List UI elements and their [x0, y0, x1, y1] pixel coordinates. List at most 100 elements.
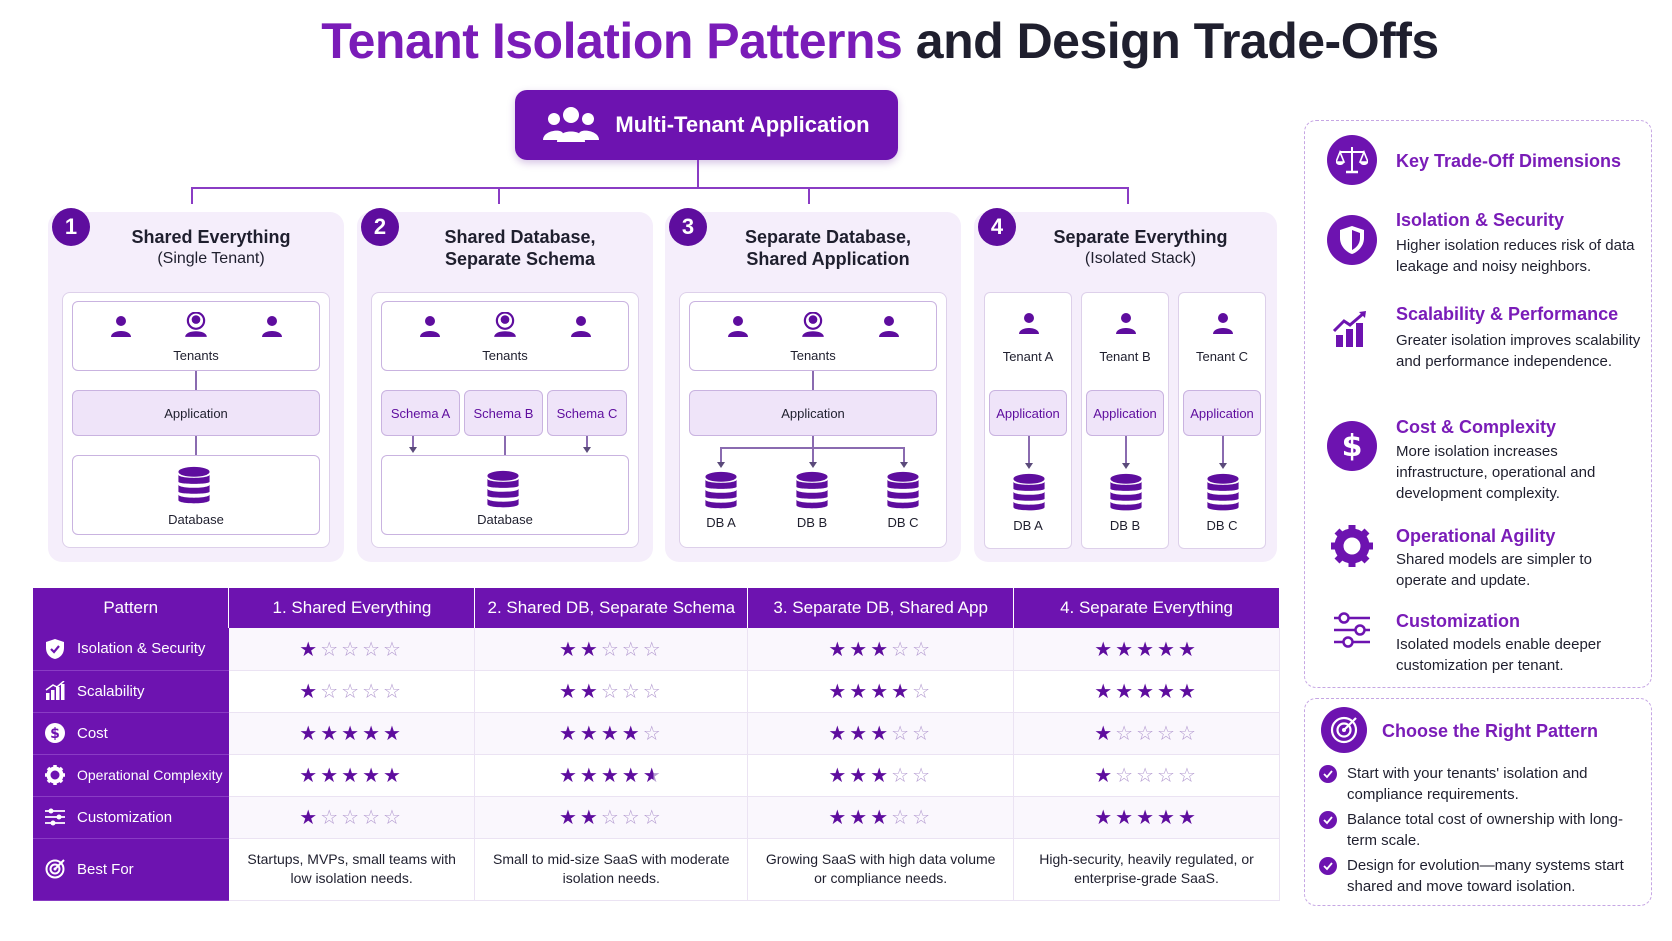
star-empty-icon: ☆ — [383, 805, 404, 829]
star-filled-icon: ★ — [828, 763, 850, 787]
star-empty-icon: ☆ — [642, 636, 664, 661]
pattern-number: 3 — [669, 208, 707, 246]
arrow-down-icon — [1219, 463, 1227, 469]
database-box: Database — [381, 455, 629, 535]
rating-cell: ★★★☆☆ — [747, 796, 1015, 839]
star-filled-icon: ★ — [299, 805, 321, 829]
pattern-title-sub: (Isolated Stack) — [1084, 250, 1197, 267]
user-circle-icon — [492, 312, 518, 338]
arrow-down-icon — [809, 462, 817, 468]
arrow-down-icon — [900, 462, 908, 468]
star-empty-icon: ☆ — [621, 805, 643, 829]
star-filled-icon: ★ — [1094, 679, 1116, 703]
tenants-box: Tenants — [689, 301, 937, 371]
star-filled-icon: ★ — [1094, 763, 1116, 787]
isolated-stack-a: Tenant A Application DB A — [984, 292, 1072, 549]
gear-icon — [45, 765, 65, 785]
star-filled-icon: ★ — [299, 721, 321, 745]
star-filled-icon: ★ — [849, 763, 871, 787]
star-filled-icon: ★ — [1157, 805, 1178, 829]
star-filled-icon: ★ — [579, 805, 601, 829]
application-label: Application — [1093, 406, 1157, 421]
connector-line — [412, 436, 414, 448]
bar-chart-icon — [45, 681, 65, 700]
database-label: DB B — [796, 515, 828, 530]
sliders-icon — [45, 808, 65, 826]
arrow-down-icon — [409, 447, 417, 453]
application-box: Application — [689, 390, 937, 436]
star-filled-icon: ★ — [870, 721, 892, 745]
star-filled-icon: ★ — [828, 805, 850, 829]
rating-cell: ★★★★☆ — [747, 670, 1015, 713]
star-filled-icon: ★ — [320, 763, 342, 787]
tradeoff-text: Isolated models enable deeper customizat… — [1396, 636, 1602, 674]
choose-item: Start with your tenants' isolation and c… — [1319, 763, 1639, 805]
user-icon — [569, 314, 593, 338]
application-box: Application — [1183, 390, 1261, 436]
star-filled-icon: ★ — [870, 679, 892, 703]
connector-line — [812, 371, 814, 390]
star-filled-icon: ★ — [870, 805, 892, 829]
star-filled-icon: ★ — [600, 721, 622, 745]
pattern-panel-3: 3 Separate Database, Shared Application … — [665, 208, 961, 562]
star-filled-icon: ★ — [1136, 679, 1158, 703]
star-empty-icon: ☆ — [362, 805, 384, 829]
star-empty-icon: ☆ — [600, 805, 622, 829]
star-empty-icon: ☆ — [891, 805, 913, 829]
star-rating: ★★★★★ — [559, 763, 664, 787]
star-rating: ★★★★★ — [1094, 637, 1199, 661]
pattern-title-sub: Shared Application — [746, 249, 910, 269]
database-label: Database — [168, 512, 224, 527]
database-label: DB C — [887, 515, 919, 530]
star-rating: ★★☆☆☆ — [559, 679, 664, 703]
tenant-label: Tenant B — [1099, 349, 1151, 364]
rating-cell: ★★★★★ — [228, 712, 476, 755]
rating-cell: ★★★☆☆ — [747, 712, 1015, 755]
star-empty-icon: ☆ — [642, 805, 664, 829]
table-header: 3. Separate DB, Shared App — [747, 588, 1015, 628]
star-empty-icon: ☆ — [642, 721, 664, 745]
user-icon — [1017, 311, 1041, 335]
rating-cell: ★★★☆☆ — [747, 754, 1015, 797]
title-highlight: Tenant Isolation Patterns — [321, 13, 903, 69]
star-rating: ★★★☆☆ — [828, 637, 933, 661]
rating-cell: ★★★★☆ — [474, 712, 749, 755]
star-filled-icon: ★ — [849, 721, 871, 745]
row-header: Best For — [33, 838, 229, 901]
svg-text:$: $ — [50, 726, 60, 742]
user-icon — [1211, 311, 1235, 335]
star-filled-icon: ★ — [828, 679, 850, 703]
choose-pattern-card: Choose the Right Pattern Start with your… — [1304, 698, 1652, 906]
application-label: Application — [1190, 406, 1254, 421]
star-filled-icon: ★ — [621, 763, 643, 787]
star-filled-icon: ★ — [1157, 636, 1178, 661]
arrow-down-icon — [1122, 463, 1130, 469]
pattern-title: Shared Database, Separate Schema — [397, 226, 643, 270]
star-empty-icon: ☆ — [1157, 721, 1178, 745]
connector-line — [195, 436, 197, 455]
database-box: Database — [72, 455, 320, 535]
page-title: Tenant Isolation Patterns and Design Tra… — [0, 12, 1672, 70]
star-filled-icon: ★ — [870, 763, 892, 787]
pattern-panel-2: 2 Shared Database, Separate Schema Tenan… — [357, 208, 653, 562]
database-label: DB A — [706, 515, 736, 530]
title-rest: and Design Trade-Offs — [915, 13, 1439, 69]
star-filled-icon: ★ — [558, 636, 580, 661]
star-empty-icon: ☆ — [1115, 763, 1137, 787]
pattern-number: 1 — [52, 208, 90, 246]
star-filled-icon: ★ — [579, 721, 601, 745]
connector-line — [903, 447, 905, 463]
pattern-title-main: Separate Everything — [1053, 227, 1228, 247]
star-empty-icon: ☆ — [362, 636, 384, 661]
application-label: Application — [164, 406, 228, 421]
star-filled-icon: ★ — [579, 636, 601, 661]
tenants-label: Tenants — [482, 348, 528, 363]
star-filled-icon: ★ — [1177, 636, 1199, 661]
pattern-diagram: Tenants Schema A Schema B Schema C Datab… — [371, 292, 639, 548]
star-filled-icon: ★ — [1157, 679, 1178, 703]
pattern-number: 4 — [978, 208, 1016, 246]
table-row: Customization ★☆☆☆☆ ★★☆☆☆ ★★★☆☆ ★★★★★ — [33, 796, 1280, 839]
star-rating: ★★★☆☆ — [828, 763, 933, 787]
row-label: Cost — [77, 724, 108, 742]
connector-line — [1125, 436, 1127, 464]
